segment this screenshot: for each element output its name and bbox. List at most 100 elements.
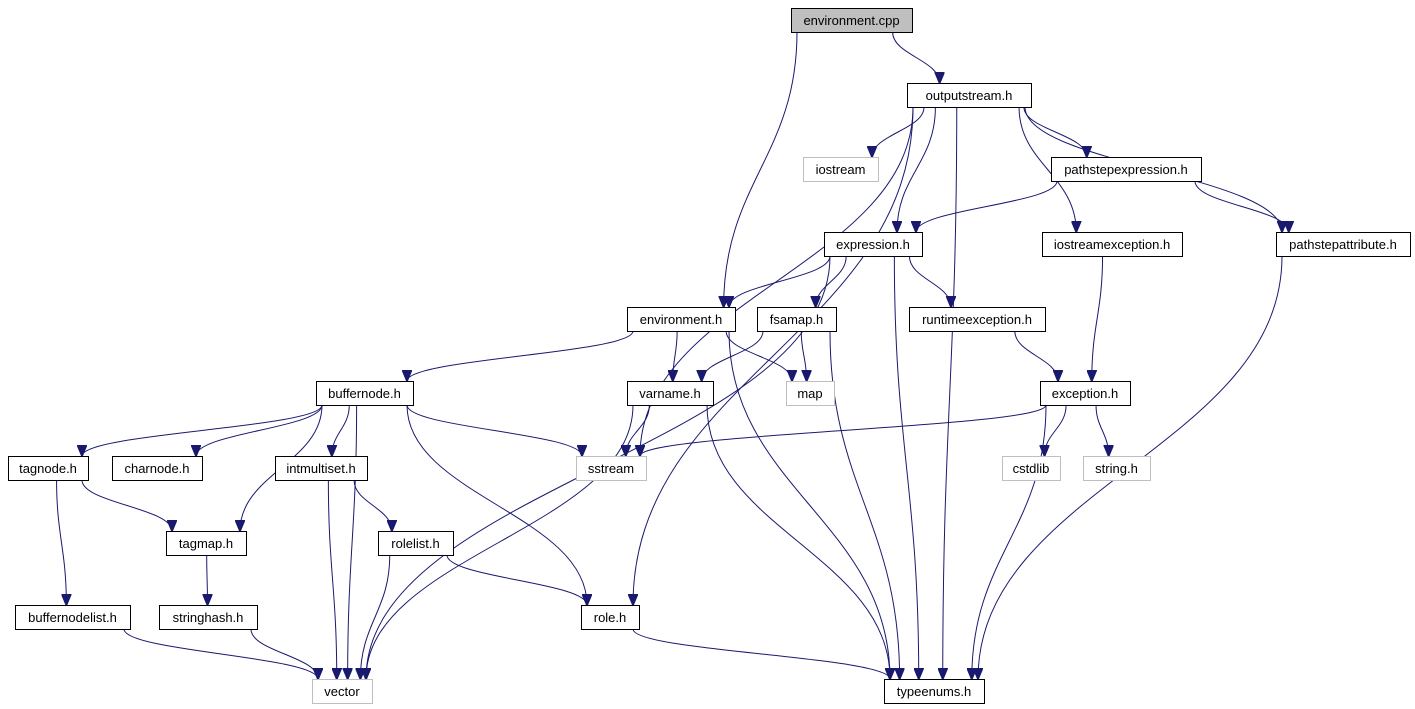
edge-iostreamexception_h-to-exception_h	[1092, 255, 1104, 381]
edge-environment_cpp-to-environment_h	[724, 31, 798, 307]
edge-outputstream_h-to-pathstepexpression_h	[1023, 106, 1087, 157]
node-box	[378, 531, 454, 556]
node-expression_h[interactable]: expression.h	[824, 232, 923, 257]
node-label: typeenums.h	[897, 684, 971, 699]
edge-environment_h-to-buffernode_h	[407, 330, 634, 381]
node-box	[1051, 157, 1202, 182]
node-runtimeexception_h[interactable]: runtimeexception.h	[909, 307, 1046, 332]
node-tagmap_h[interactable]: tagmap.h	[166, 531, 247, 556]
node-label: fsamap.h	[770, 312, 823, 327]
edge-expression_h-to-runtimeexception_h	[908, 255, 951, 307]
node-label: environment.h	[640, 312, 722, 327]
edge-intmultiset_h-to-vector	[327, 479, 336, 679]
edge-exception_h-to-typeenums_h	[972, 404, 1047, 679]
edge-buffernode_h-to-vector	[348, 404, 358, 679]
node-pathstepattribute_h[interactable]: pathstepattribute.h	[1276, 232, 1411, 257]
node-outputstream_h[interactable]: outputstream.h	[907, 83, 1032, 108]
edge-tagnode_h-to-tagmap_h	[81, 479, 172, 531]
node-box	[159, 605, 258, 630]
edge-buffernode_h-to-tagnode_h	[82, 404, 323, 456]
node-environment_cpp[interactable]: environment.cpp	[791, 8, 913, 33]
edge-environment_h-to-typeenums_h	[728, 330, 890, 679]
edge-outputstream_h-to-role_h	[633, 106, 914, 605]
edge-intmultiset_h-to-rolelist_h	[353, 479, 392, 531]
node-box	[275, 456, 368, 481]
node-vector: vector	[312, 679, 373, 704]
node-box	[824, 232, 923, 257]
edge-role_h-to-typeenums_h	[632, 628, 890, 679]
edge-outputstream_h-to-expression_h	[897, 106, 936, 232]
node-label: vector	[324, 684, 360, 699]
edge-outputstream_h-to-typeenums_h	[943, 106, 958, 679]
node-map: map	[786, 381, 835, 406]
node-label: runtimeexception.h	[922, 312, 1032, 327]
node-rolelist_h[interactable]: rolelist.h	[378, 531, 454, 556]
node-role_h[interactable]: role.h	[581, 605, 640, 630]
node-charnode_h[interactable]: charnode.h	[112, 456, 203, 481]
node-label: pathstepexpression.h	[1064, 162, 1188, 177]
node-box	[1042, 232, 1183, 257]
edge-rolelist_h-to-role_h	[446, 554, 587, 605]
node-label: role.h	[594, 610, 627, 625]
node-label: environment.cpp	[803, 13, 899, 28]
node-tagnode_h[interactable]: tagnode.h	[8, 456, 89, 481]
node-box	[1002, 456, 1061, 481]
edges-layer	[56, 31, 1289, 679]
edge-fsamap_h-to-map	[800, 330, 806, 381]
edge-environment_cpp-to-outputstream_h	[892, 31, 940, 83]
node-label: rolelist.h	[391, 536, 439, 551]
node-buffernodelist_h[interactable]: buffernodelist.h	[15, 605, 131, 630]
node-buffernode_h[interactable]: buffernode.h	[316, 381, 414, 406]
node-box	[627, 381, 714, 406]
node-varname_h[interactable]: varname.h	[627, 381, 714, 406]
node-label: tagnode.h	[19, 461, 77, 476]
edge-buffernode_h-to-intmultiset_h	[332, 404, 350, 456]
node-box	[576, 456, 647, 481]
node-box	[8, 456, 89, 481]
node-label: iostreamexception.h	[1054, 237, 1170, 252]
node-typeenums_h[interactable]: typeenums.h	[884, 679, 985, 704]
node-pathstepexpression_h[interactable]: pathstepexpression.h	[1051, 157, 1202, 182]
edge-expression_h-to-typeenums_h	[893, 255, 918, 679]
node-box	[757, 307, 837, 332]
node-box	[1083, 456, 1151, 481]
edge-tagnode_h-to-buffernodelist_h	[56, 479, 67, 605]
node-box	[312, 679, 373, 704]
node-box	[316, 381, 414, 406]
edge-outputstream_h-to-iostream	[872, 106, 925, 157]
node-intmultiset_h[interactable]: intmultiset.h	[275, 456, 368, 481]
node-box	[112, 456, 203, 481]
node-iostreamexception_h[interactable]: iostreamexception.h	[1042, 232, 1183, 257]
node-box	[1276, 232, 1411, 257]
node-box	[581, 605, 640, 630]
node-box	[166, 531, 247, 556]
edge-varname_h-to-vector	[366, 404, 634, 679]
node-label: sstream	[588, 461, 634, 476]
edge-exception_h-to-cstdlib	[1045, 404, 1067, 456]
node-stringhash_h[interactable]: stringhash.h	[159, 605, 258, 630]
node-label: expression.h	[836, 237, 910, 252]
node-label: pathstepattribute.h	[1289, 237, 1397, 252]
edge-environment_h-to-map	[725, 330, 792, 381]
node-label: varname.h	[639, 386, 700, 401]
node-fsamap_h[interactable]: fsamap.h	[757, 307, 837, 332]
node-box	[1040, 381, 1131, 406]
node-label: tagmap.h	[179, 536, 233, 551]
node-label: buffernodelist.h	[28, 610, 117, 625]
node-label: cstdlib	[1013, 461, 1050, 476]
edge-expression_h-to-environment_h	[729, 255, 831, 307]
edge-fsamap_h-to-typeenums_h	[829, 330, 900, 679]
node-exception_h[interactable]: exception.h	[1040, 381, 1131, 406]
edge-buffernode_h-to-sstream	[406, 404, 582, 456]
node-label: stringhash.h	[173, 610, 244, 625]
node-label: outputstream.h	[926, 88, 1013, 103]
node-label: exception.h	[1052, 386, 1119, 401]
node-environment_h[interactable]: environment.h	[627, 307, 736, 332]
node-label: string.h	[1095, 461, 1138, 476]
edge-tagmap_h-to-stringhash_h	[207, 554, 208, 605]
edge-varname_h-to-typeenums_h	[706, 404, 890, 679]
node-cstdlib: cstdlib	[1002, 456, 1061, 481]
node-box	[627, 307, 736, 332]
edge-runtimeexception_h-to-exception_h	[1014, 330, 1058, 381]
